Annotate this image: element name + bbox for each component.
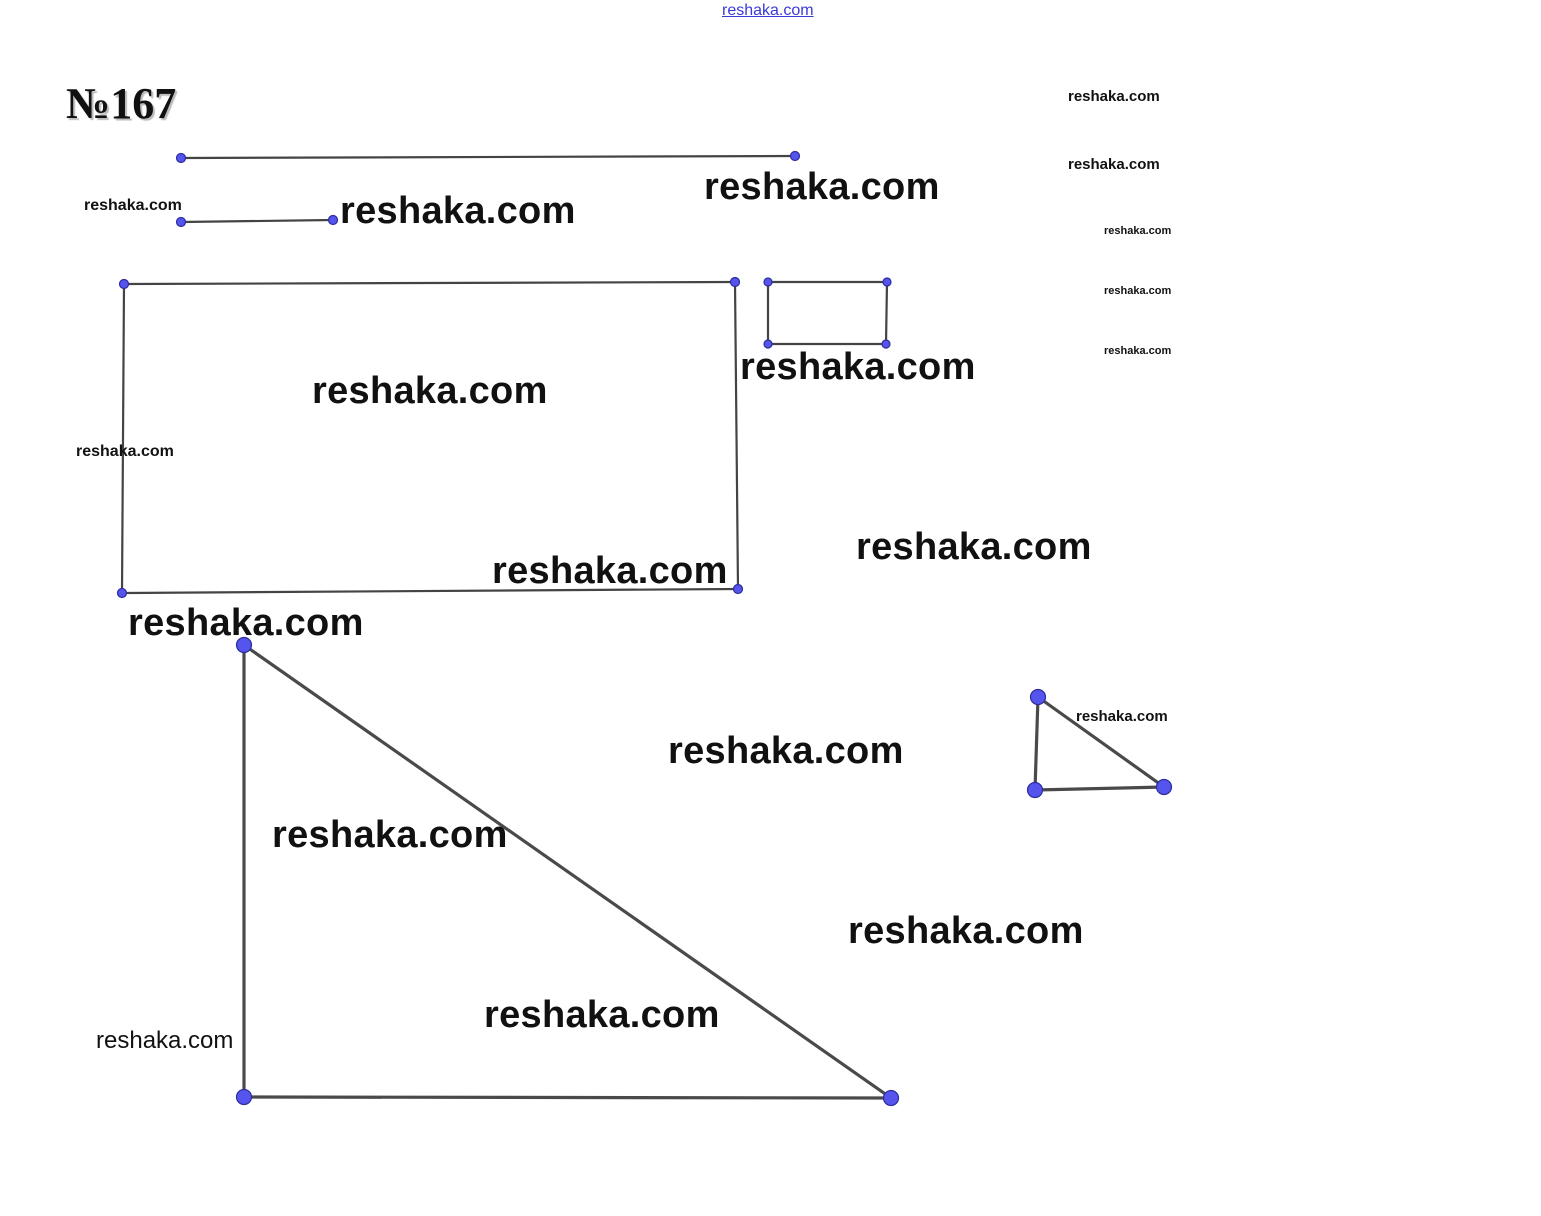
watermark-large: reshaka.com: [856, 526, 1092, 568]
rectangle-small-vertex-4: [763, 339, 773, 349]
watermark-tiny: reshaka.com: [1104, 285, 1172, 297]
triangle-large-vertex-3: [882, 1089, 900, 1107]
watermark-large: reshaka.com: [312, 370, 548, 412]
triangle-small-vertex-3: [1155, 778, 1173, 796]
watermark-medium: reshaka.com: [96, 1027, 234, 1054]
watermark-large: reshaka.com: [668, 730, 904, 772]
header-watermark-link[interactable]: reshaka.com: [722, 2, 814, 19]
segment-long: [175, 150, 801, 164]
watermark-small: reshaka.com: [1068, 88, 1160, 105]
rectangle-small-vertex-1: [763, 277, 773, 287]
segment-long-point-a: [175, 152, 187, 164]
rectangle-large: [116, 276, 744, 599]
rectangle-large-vertex-3: [732, 583, 744, 595]
rectangle-small: [763, 277, 892, 349]
segment-short-point-b: [327, 214, 339, 226]
rectangle-large-vertex-4: [116, 587, 128, 599]
segment-long-point-b: [789, 150, 801, 162]
triangle-small-vertex-1: [1029, 688, 1047, 706]
problem-title: №167: [66, 79, 177, 128]
watermark-tiny: reshaka.com: [1104, 345, 1172, 357]
segment-short: [175, 214, 339, 228]
watermark-small: reshaka.com: [1076, 708, 1168, 725]
segment-short-point-a: [175, 216, 187, 228]
watermark-small: reshaka.com: [76, 443, 174, 460]
triangle-large-vertex-2: [235, 1088, 253, 1106]
watermark-large: reshaka.com: [272, 814, 508, 856]
rectangle-small-vertex-3: [881, 339, 891, 349]
watermark-large: reshaka.com: [340, 190, 576, 232]
watermark-large: reshaka.com: [740, 346, 976, 388]
watermark-large: reshaka.com: [704, 166, 940, 208]
rectangle-small-vertex-2: [882, 277, 892, 287]
watermark-large: reshaka.com: [492, 550, 728, 592]
watermark-tiny: reshaka.com: [1104, 225, 1172, 237]
watermark-small: reshaka.com: [84, 197, 182, 214]
watermark-small: reshaka.com: [1068, 156, 1160, 173]
watermark-large: reshaka.com: [128, 602, 364, 644]
watermark-large: reshaka.com: [484, 994, 720, 1036]
rectangle-large-vertex-2: [729, 276, 741, 288]
rectangle-large-vertex-1: [118, 278, 130, 290]
triangle-small: [1026, 688, 1173, 799]
triangle-large-vertex-1: [235, 636, 253, 654]
triangle-small-vertex-2: [1026, 781, 1044, 799]
triangle-large: [235, 636, 900, 1107]
watermark-large: reshaka.com: [848, 910, 1084, 952]
